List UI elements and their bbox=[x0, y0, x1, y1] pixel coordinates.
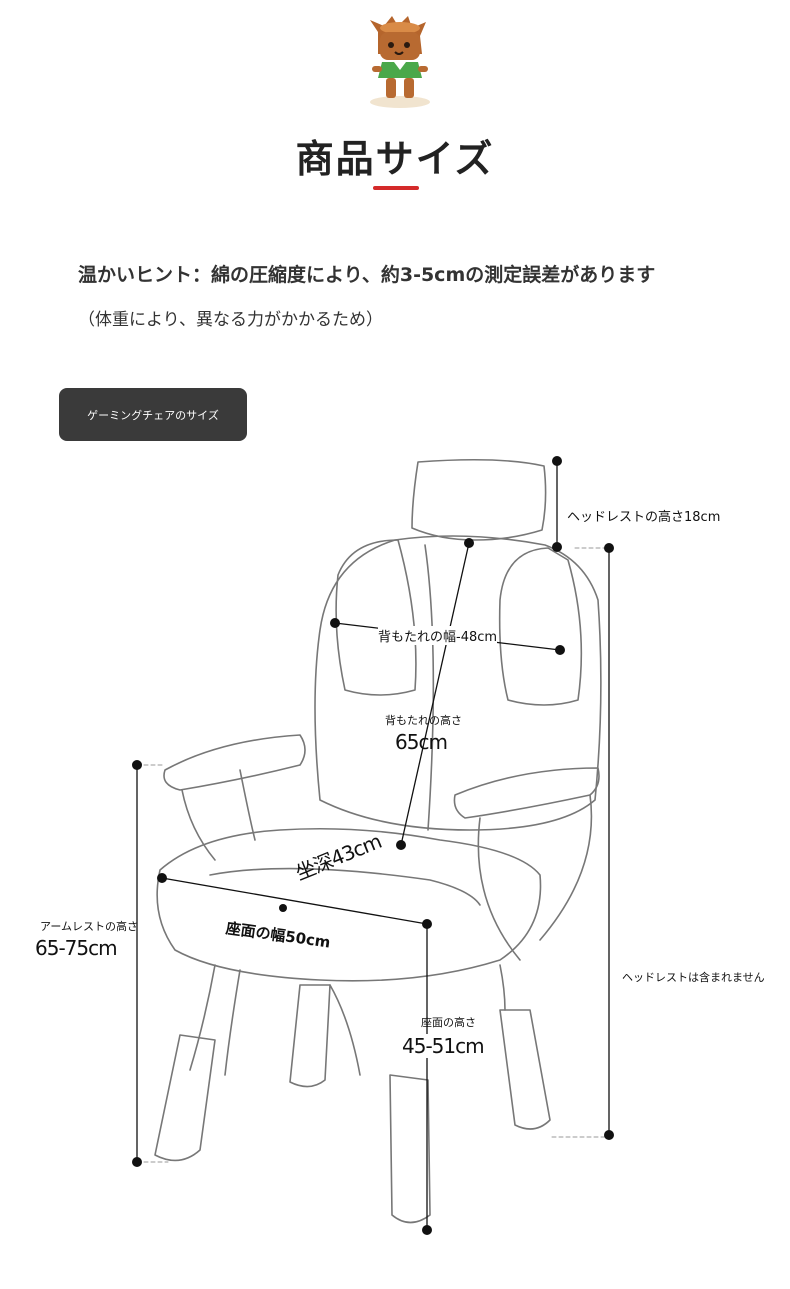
headrest-height-label: ヘッドレストの高さ18cm bbox=[567, 510, 721, 525]
tree-stump-mascot-icon bbox=[370, 16, 430, 108]
seat-height-value: 45-51cm bbox=[402, 1034, 485, 1058]
back-height-value: 65cm bbox=[395, 730, 448, 754]
title-underline bbox=[373, 186, 419, 190]
page-title: 商品サイズ bbox=[295, 137, 495, 181]
back-height-label: 背もたれの高さ bbox=[385, 714, 462, 727]
chair-dimension-diagram: ヘッドレストの高さ18cm 背もたれの幅-48cm 背もたれの高さ 65cm 坐… bbox=[0, 440, 790, 1285]
notice-subtext: （体重により、異なる力がかかるため） bbox=[78, 310, 383, 330]
seat-height-label: 座面の高さ bbox=[421, 1016, 476, 1029]
notice-text: 温かいヒント：綿の圧縮度により、約3-5cmの測定誤差があります bbox=[78, 264, 656, 286]
chair-illustration bbox=[132, 456, 614, 1235]
section-badge: ゲーミングチェアのサイズ bbox=[59, 388, 247, 441]
headrest-excluded-note: ヘッドレストは含まれません bbox=[622, 971, 765, 984]
back-width-label: 背もたれの幅-48cm bbox=[378, 626, 498, 645]
mascot-logo bbox=[362, 12, 436, 110]
armrest-height-label: アームレストの高さ bbox=[40, 920, 139, 933]
armrest-height-value: 65-75cm bbox=[35, 936, 118, 960]
